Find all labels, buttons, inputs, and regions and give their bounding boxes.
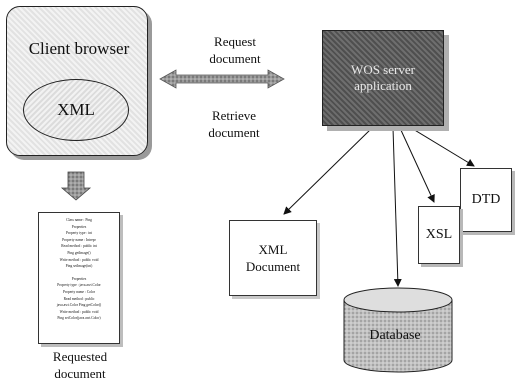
request-document-label: Request document — [209, 34, 261, 66]
requested-document-caption: Requested document — [52, 349, 108, 381]
server-application-label: WOS server application — [351, 62, 415, 93]
requested-document-line: Class name : Ping — [66, 218, 92, 222]
requested-document-line: Read method : public int — [61, 244, 97, 249]
xml-document-label-line2: Document — [245, 259, 301, 274]
requested-document-line: Write method : public void — [59, 257, 99, 262]
double-arrow-icon — [159, 69, 285, 89]
database-cylinder-icon — [343, 287, 453, 373]
connector-to-xsl — [399, 127, 435, 203]
requested-document-line: Ping setImage(int) — [65, 264, 93, 269]
database-label: Database — [369, 328, 421, 343]
xml-document-label-line1: XML — [258, 242, 288, 257]
requested-document-line: Read method : public — [63, 296, 95, 301]
xml-ellipse: XML — [23, 79, 129, 141]
requested-document-line: Ping getImage() — [67, 250, 91, 255]
server-application-box: WOS server application — [322, 30, 444, 126]
xsl-page: XSL — [418, 206, 460, 264]
requested-document-line: Property type : int — [65, 231, 93, 236]
down-arrow-icon — [60, 171, 92, 201]
retrieve-document-label: Retrieve document — [208, 108, 260, 140]
requested-document-line: Write method : public void — [59, 309, 99, 314]
requested-document-line: Property name : Color — [62, 289, 96, 294]
requested-document-line: Properties — [71, 276, 87, 281]
client-browser-box: Client browser XML — [6, 6, 148, 156]
requested-document-line: Ping setColor(java.awt.Color) — [57, 316, 101, 321]
connector-to-database — [392, 127, 402, 287]
requested-document-line: Property type : java.awt.Color — [57, 283, 101, 288]
dtd-page: DTD — [460, 168, 512, 232]
requested-document-line: Property name : Intrepr — [62, 237, 96, 242]
requested-document-line: Properties — [71, 224, 87, 229]
xml-ellipse-label: XML — [57, 100, 95, 119]
connector-to-dtd — [407, 125, 475, 167]
client-browser-title: Client browser — [28, 39, 130, 58]
xml-document-box: XML Document — [229, 220, 317, 296]
requested-document-line: java.awt.Color Ping getColor() — [56, 303, 102, 308]
dtd-label: DTD — [471, 192, 501, 207]
requested-document-page: Class name : Ping Properties Property ty… — [38, 212, 120, 344]
connector-to-xml-document — [283, 127, 373, 215]
xsl-label: XSL — [425, 227, 453, 242]
